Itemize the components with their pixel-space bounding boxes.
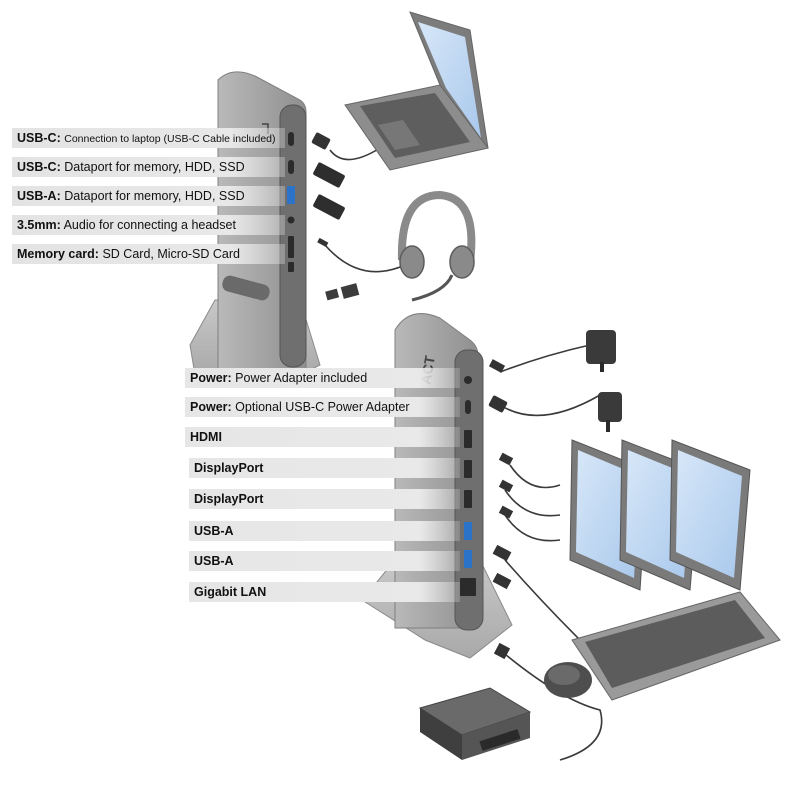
port-label-usb-c-data: USB-C: Dataport for memory, HDD, SSD bbox=[12, 157, 285, 177]
usb-c-plug-icon bbox=[311, 132, 331, 150]
top-connectors bbox=[311, 132, 359, 300]
displayport-icon bbox=[464, 460, 472, 478]
usb-a-port-icon bbox=[287, 186, 295, 204]
port-label-audio: 3.5mm: Audio for connecting a headset bbox=[12, 215, 285, 235]
port-label-usb-a-1: USB-A bbox=[189, 521, 460, 541]
port-label-usb-a-2: USB-A bbox=[189, 551, 460, 571]
usb-a-plug-icon bbox=[493, 545, 512, 561]
usb-c-port-icon bbox=[288, 132, 294, 146]
usb-c-power-port-icon bbox=[465, 400, 471, 414]
usb-a-plug-icon bbox=[493, 573, 512, 589]
power-adapter-icon bbox=[586, 330, 616, 372]
monitors bbox=[570, 440, 750, 590]
lan-port-icon bbox=[460, 578, 476, 596]
port-label-displayport-2: DisplayPort bbox=[189, 489, 460, 509]
dp-plug-icon bbox=[499, 506, 513, 519]
laptop-icon bbox=[345, 12, 488, 170]
keyboard-icon bbox=[572, 592, 780, 700]
sd-slot-icon bbox=[288, 236, 294, 258]
usb-c-port-icon bbox=[288, 160, 294, 174]
usb-c-stick-icon bbox=[312, 162, 345, 188]
usb-a-port-icon bbox=[464, 550, 472, 568]
port-label-gigabit-lan: Gigabit LAN bbox=[189, 582, 460, 602]
network-switch-icon bbox=[420, 688, 530, 760]
dc-power-port-icon bbox=[464, 376, 472, 384]
usb-c-plug-icon bbox=[488, 395, 508, 413]
port-label-power-usb-c: Power: Optional USB-C Power Adapter bbox=[185, 397, 460, 417]
usb-a-port-icon bbox=[464, 522, 472, 540]
usb-a-stick-icon bbox=[312, 194, 345, 220]
micro-sd-slot-icon bbox=[288, 262, 294, 272]
audio-jack-icon bbox=[288, 217, 295, 224]
hdmi-port-icon bbox=[464, 430, 472, 448]
sd-card-icon bbox=[325, 289, 339, 301]
port-label-memory-card: Memory card: SD Card, Micro-SD Card bbox=[12, 244, 285, 264]
hdmi-plug-icon bbox=[499, 453, 513, 466]
port-label-hdmi: HDMI bbox=[185, 427, 460, 447]
audio-plug-icon bbox=[317, 238, 328, 247]
port-label-usb-a-data: USB-A: Dataport for memory, HDD, SSD bbox=[12, 186, 285, 206]
mouse-icon bbox=[544, 662, 592, 698]
headset-icon bbox=[400, 195, 474, 300]
usb-c-power-adapter-icon bbox=[598, 392, 622, 432]
sd-card-icon bbox=[341, 283, 360, 299]
dp-plug-icon bbox=[499, 480, 513, 493]
port-label-usb-c-laptop: USB-C: Connection to laptop (USB-C Cable… bbox=[12, 128, 285, 148]
port-label-power-adapter: Power: Power Adapter included bbox=[185, 368, 460, 388]
displayport-icon bbox=[464, 490, 472, 508]
port-label-displayport-1: DisplayPort bbox=[189, 458, 460, 478]
